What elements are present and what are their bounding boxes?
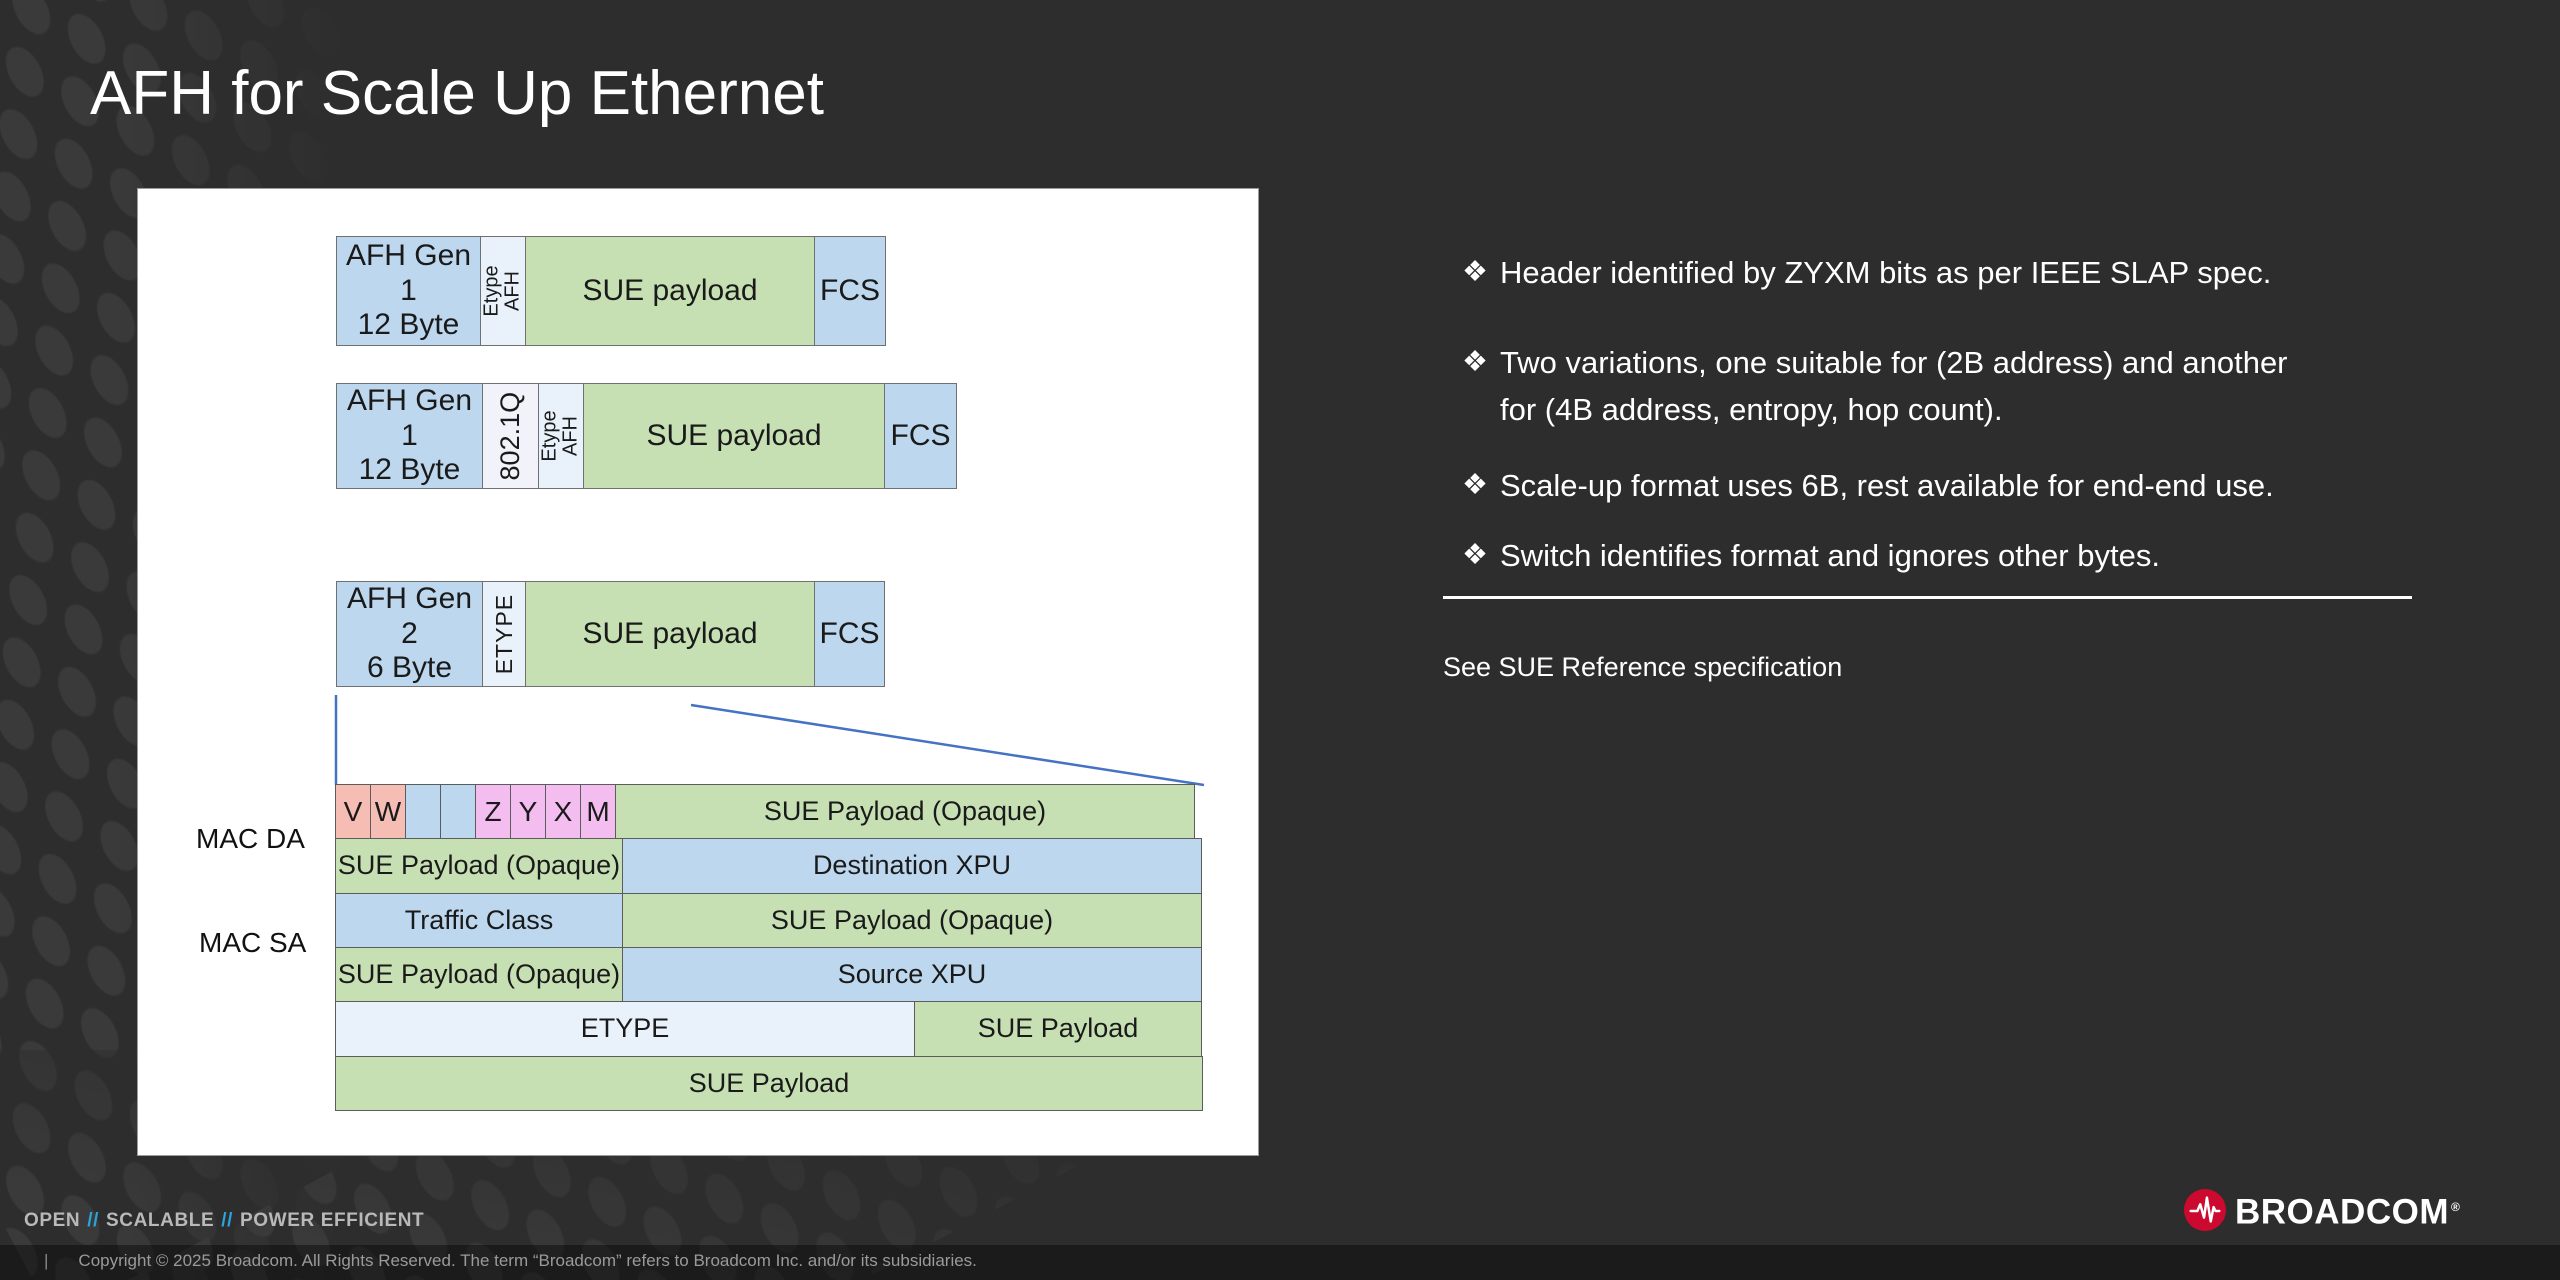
etype-cell: ETYPE [335, 1001, 915, 1057]
sue-payload-opaque-cell: SUE Payload (Opaque) [615, 784, 1195, 840]
broadcom-logo: BROADCOM® [2184, 1186, 2460, 1234]
frame3-etype-cell: ETYPE [482, 581, 526, 687]
section-divider-line [1443, 596, 2412, 599]
traffic-class-cell: Traffic Class [335, 892, 623, 948]
frame-gen1: AFH Gen 1 12 Byte Etype AFH SUE payload … [336, 236, 886, 346]
footer-bar [0, 1245, 2560, 1280]
bit-z-cell: Z [475, 784, 511, 840]
source-xpu-cell: Source XPU [622, 946, 1202, 1003]
table-row: SUE Payload (Opaque) Source XPU [335, 946, 1204, 1003]
bit-v-cell: V [335, 784, 371, 840]
tagline-scalable: SCALABLE [106, 1210, 215, 1231]
sue-payload-opaque-cell: SUE Payload (Opaque) [335, 946, 623, 1003]
slash-separator: // [221, 1210, 234, 1231]
diamond-bullet-icon: ❖ [1462, 469, 1488, 501]
page-title: AFH for Scale Up Ethernet [90, 59, 824, 128]
bullet-item: ❖ Scale-up format uses 6B, rest availabl… [1462, 463, 2274, 510]
table-row: SUE Payload (Opaque) Destination XPU [335, 838, 1204, 894]
bit-y-cell: Y [510, 784, 546, 840]
registered-trademark-icon: ® [2450, 1200, 2461, 1214]
bit-m-cell: M [580, 784, 616, 840]
frame1-etype-cell: Etype AFH [480, 236, 526, 346]
diamond-bullet-icon: ❖ [1462, 346, 1488, 378]
frame2-fcs-cell: FCS [884, 383, 957, 489]
bit-empty-cell-1 [405, 784, 441, 840]
diamond-bullet-icon: ❖ [1462, 539, 1488, 571]
table-row: SUE Payload [335, 1055, 1204, 1111]
frame3-afh-cell: AFH Gen 2 6 Byte [336, 581, 483, 687]
bit-empty-cell-2 [440, 784, 476, 840]
frame-gen1-8021q: AFH Gen 1 12 Byte 802.1Q Etype AFH SUE p… [336, 383, 957, 489]
brand-tagline: OPEN // SCALABLE // POWER EFFICIENT [24, 1210, 424, 1232]
frame2-8021q-cell: 802.1Q [482, 383, 539, 489]
frame-gen2: AFH Gen 2 6 Byte ETYPE SUE payload FCS [336, 581, 885, 687]
frame1-fcs-cell: FCS [814, 236, 886, 346]
bit-row: V W Z Y X M SUE Payload (Opaque) [335, 784, 1204, 840]
frame2-payload-cell: SUE payload [583, 383, 885, 489]
sue-payload-cell: SUE Payload [914, 1001, 1202, 1057]
broadcom-wordmark: BROADCOM® [2235, 1192, 2461, 1232]
bullet-item: ❖ Switch identifies format and ignores o… [1462, 533, 2160, 580]
bit-x-cell: X [545, 784, 581, 840]
copyright-text: Copyright © 2025 Broadcom. All Rights Re… [78, 1251, 977, 1270]
bullet-item: ❖ Header identified by ZYXM bits as per … [1462, 250, 2271, 297]
broadcom-pulse-icon [2184, 1188, 2226, 1231]
bullet-item: ❖ Two variations, one suitable for (2B a… [1462, 340, 2288, 433]
frame2-afh-cell: AFH Gen 1 12 Byte [336, 383, 483, 489]
sue-payload-cell: SUE Payload [335, 1055, 1203, 1111]
destination-xpu-cell: Destination XPU [622, 838, 1202, 894]
frame1-afh-cell: AFH Gen 1 12 Byte [336, 236, 481, 346]
bit-w-cell: W [370, 784, 406, 840]
table-row: Traffic Class SUE Payload (Opaque) [335, 892, 1204, 948]
frame1-payload-cell: SUE payload [525, 236, 815, 346]
frame3-fcs-cell: FCS [814, 581, 885, 687]
frame3-payload-cell: SUE payload [525, 581, 815, 687]
footer-pipe: | [44, 1251, 49, 1270]
frame2-etype-cell: Etype AFH [538, 383, 584, 489]
mac-da-label: MAC DA [196, 823, 305, 854]
diamond-bullet-icon: ❖ [1462, 256, 1488, 288]
reference-note: See SUE Reference specification [1443, 652, 1843, 682]
slash-separator: // [87, 1210, 100, 1231]
tagline-power-efficient: POWER EFFICIENT [240, 1210, 425, 1231]
sue-payload-opaque-cell: SUE Payload (Opaque) [335, 838, 623, 894]
sue-payload-opaque-cell: SUE Payload (Opaque) [622, 892, 1202, 948]
tagline-open: OPEN [24, 1210, 81, 1231]
table-row: ETYPE SUE Payload [335, 1001, 1204, 1057]
mac-sa-label: MAC SA [199, 927, 307, 958]
diagram-panel: AFH Gen 1 12 Byte Etype AFH SUE payload … [137, 188, 1259, 1156]
copyright-line: | Copyright © 2025 Broadcom. All Rights R… [44, 1251, 977, 1271]
header-bit-table: V W Z Y X M SUE Payload (Opaque) SUE Pay… [335, 784, 1204, 1111]
